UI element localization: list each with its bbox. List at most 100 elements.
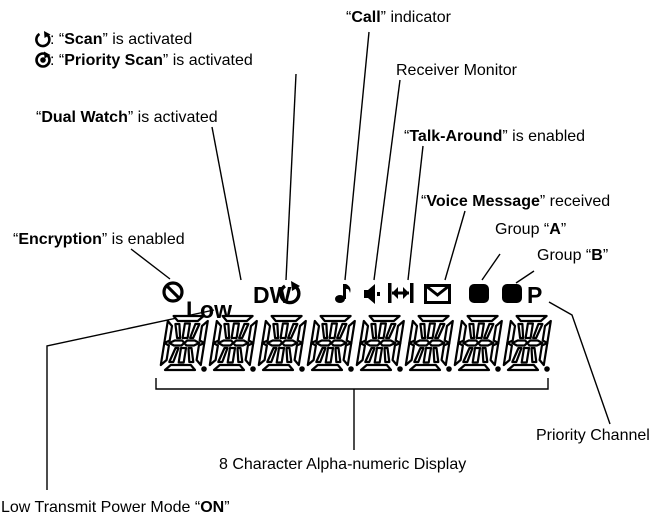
segment [238,322,250,340]
segment [359,319,370,345]
segment [183,339,201,347]
segment [342,341,353,367]
monitor-speaker-icon [364,284,380,304]
leader-scan [285,73,297,281]
segment [159,341,170,367]
segment [541,319,552,345]
segment [172,314,205,323]
segment [285,346,293,364]
segment [517,322,525,340]
leader-group-a [481,253,501,281]
segment [408,363,442,372]
leader-voice-message [444,210,466,281]
leader-dual-watch [211,126,242,281]
display-character [208,314,258,372]
leader-group-b [515,270,535,284]
display-character [453,314,503,372]
segment [177,346,188,364]
segment [426,322,436,340]
display-character [355,314,405,372]
priority-scan-icon [35,51,51,68]
display-character [404,314,454,372]
segment [244,341,255,367]
segment [468,322,476,340]
lcd-icons: A B [162,281,522,305]
receiver-monitor-label: Receiver Monitor [396,62,517,79]
display-character [159,314,209,372]
segment [477,339,495,347]
segment [419,322,427,340]
group-a-label: Group “A” [495,221,567,238]
segment [475,322,485,340]
group-a-icon: A [469,284,489,304]
call-label: “Call” indicator [346,9,451,26]
segment [163,319,174,345]
segment [223,322,231,340]
segment [270,314,303,323]
segment [232,339,250,347]
decimal-point [544,366,550,372]
segment [266,346,278,364]
segment [524,322,535,340]
segment [481,346,489,364]
segment [526,339,544,347]
dual-watch-label: “Dual Watch” is activated [36,109,218,126]
encryption-label: “Encryption” is enabled [13,231,185,248]
scan-icon [279,281,301,305]
priority-scan-label: : “Priority Scan” is activated [50,52,253,69]
segment [310,363,344,372]
segment [296,319,307,345]
segment [394,319,405,345]
decimal-point [495,366,501,372]
segment [287,322,299,340]
decimal-point [201,366,207,372]
segment [187,346,195,364]
leader-talk-around [407,145,424,281]
segment [328,322,338,340]
group-b-label: Group “B” [537,247,609,264]
segment [471,346,482,364]
segment [226,346,237,364]
segment [247,319,258,345]
decimal-point [446,366,452,372]
segment [281,339,299,347]
segment [324,346,335,364]
leader-monitor [373,79,401,281]
segment [466,314,499,323]
segment [383,346,391,364]
segment [181,322,191,340]
segment [189,322,201,340]
segment [370,322,378,340]
segment [275,346,286,364]
segment [334,346,342,364]
priority-indicator: P [527,282,542,308]
encryption-icon [162,281,184,303]
segment [413,346,425,364]
talk-around-icon [388,283,414,303]
segment [212,319,223,345]
segment [198,319,209,345]
talk-around-label: “Talk-Around” is enabled [404,128,586,145]
scan-label: : “Scan” is activated [50,31,193,48]
segment [502,341,513,367]
leader-encryption [130,248,171,280]
dual-watch-indicator: DW [253,282,292,308]
segment [315,346,327,364]
segment [355,341,366,367]
group-a-letter: A [474,287,485,304]
segment [385,322,397,340]
scan-icon [35,31,51,48]
display-character [257,314,307,372]
decimal-point [348,366,354,372]
segment [432,346,440,364]
decimal-point [250,366,256,372]
segment [195,341,206,367]
alnum-display-label: 8 Character Alpha-numeric Display [219,456,467,473]
segment [457,319,468,345]
envelope-icon [424,284,451,304]
segment [531,322,544,340]
segment [520,346,531,364]
segment [168,346,180,364]
segment [319,314,352,323]
